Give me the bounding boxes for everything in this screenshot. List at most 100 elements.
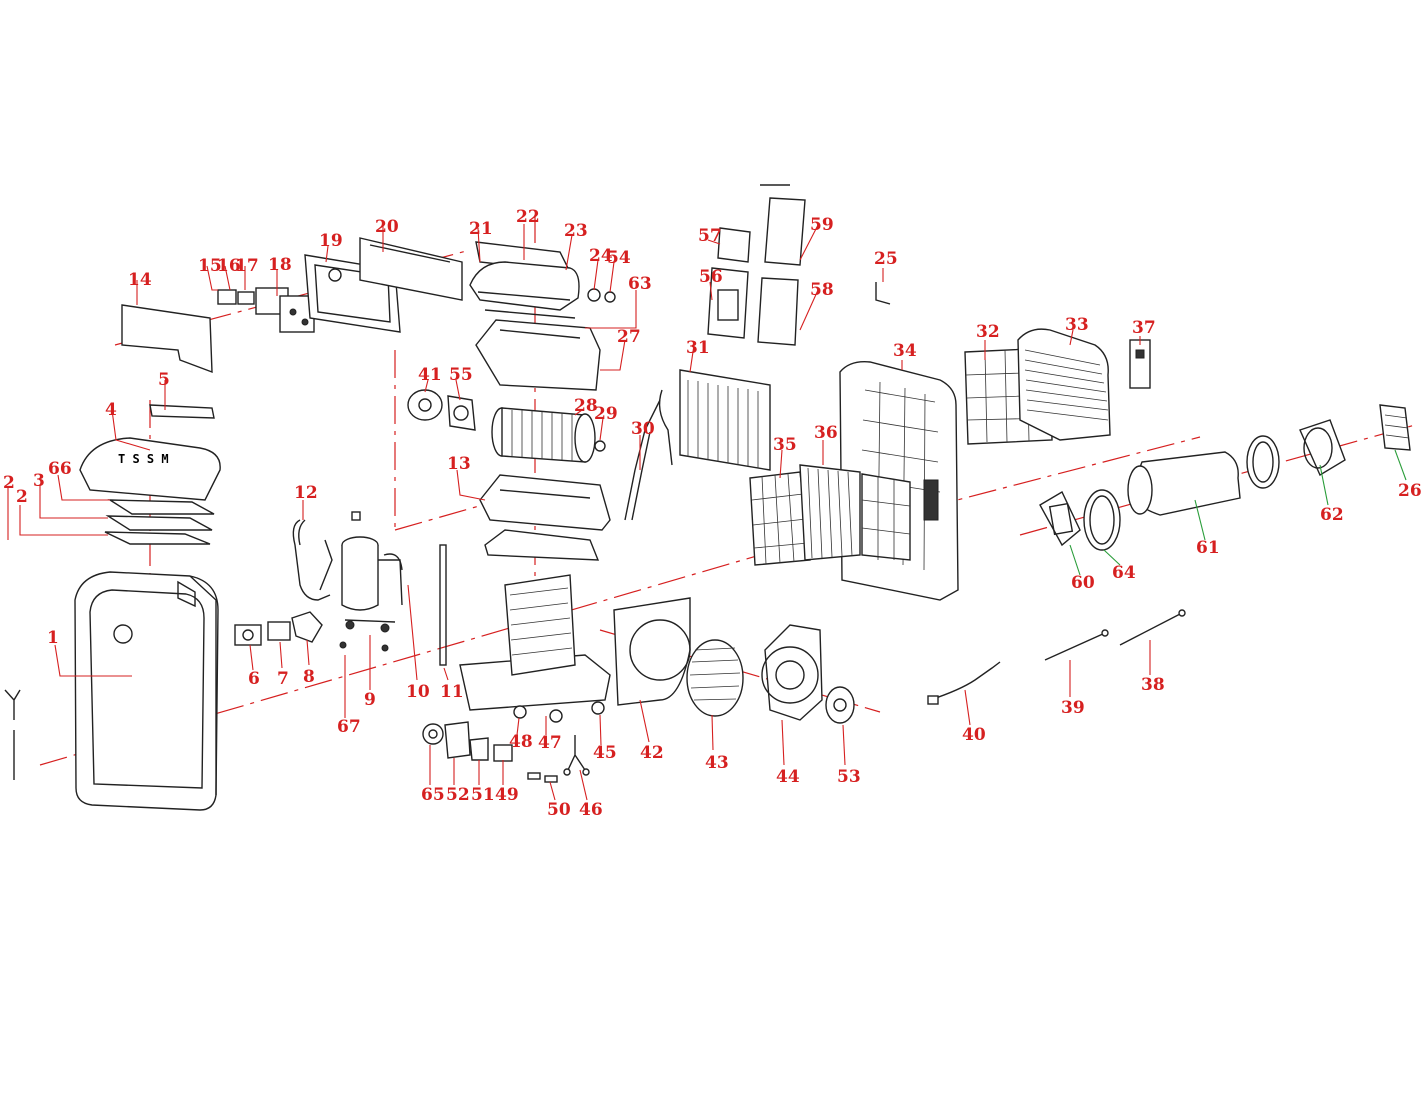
callout-32: 32	[976, 322, 1000, 342]
callout-62: 62	[1320, 505, 1344, 525]
callout-23: 23	[564, 221, 588, 241]
callout-46: 46	[579, 800, 603, 820]
callout-5: 5	[158, 370, 170, 390]
callout-56: 56	[699, 267, 723, 287]
part-side-filter-left	[749, 471, 811, 566]
callout-63: 63	[628, 274, 652, 294]
callout-labels: 1 2 2 3 4 5 66 6 7 8 9 10 11 12 13 14 15…	[3, 207, 1422, 820]
part-side-evaporator	[799, 464, 911, 561]
part-control-board-group	[217, 287, 315, 333]
callout-17: 17	[235, 256, 259, 276]
callout-34: 34	[893, 341, 917, 361]
callout-54: 54	[607, 248, 631, 268]
callout-57: 57	[698, 226, 722, 246]
part-knob-plate	[1129, 339, 1151, 389]
callout-37: 37	[1132, 318, 1156, 338]
callout-12: 12	[294, 483, 318, 503]
callout-50: 50	[547, 800, 571, 820]
part-front-cabinet	[74, 571, 219, 811]
callout-55: 55	[449, 365, 473, 385]
callout-10: 10	[406, 682, 430, 702]
callout-2b: 2	[16, 487, 28, 507]
part-filter-sheets	[707, 184, 806, 346]
callout-52: 52	[446, 785, 470, 805]
callout-51: 51	[471, 785, 495, 805]
callout-25: 25	[874, 249, 898, 269]
callout-65: 65	[421, 785, 445, 805]
callout-67: 67	[337, 717, 361, 737]
callout-6: 6	[248, 669, 260, 689]
callout-28: 28	[574, 396, 598, 416]
callout-35: 35	[773, 435, 797, 455]
callout-2a: 2	[3, 473, 15, 493]
part-drain-and-misc	[422, 721, 590, 783]
callout-leader-lines	[7, 224, 1407, 801]
callout-61: 61	[1196, 538, 1220, 558]
callout-1: 1	[47, 628, 59, 648]
part-refrigerant-piping	[292, 511, 361, 601]
callout-66: 66	[48, 459, 72, 479]
part-control-panel-cover	[121, 304, 213, 374]
callout-42: 42	[640, 743, 664, 763]
callout-27: 27	[617, 327, 641, 347]
callout-11: 11	[440, 682, 464, 702]
callout-48: 48	[509, 732, 533, 752]
part-power-cord	[927, 661, 1001, 705]
callout-29: 29	[594, 404, 618, 424]
part-cross-flow-fan	[491, 407, 606, 463]
part-compressor	[339, 536, 403, 652]
callout-22: 22	[516, 207, 540, 227]
callout-64: 64	[1112, 563, 1136, 583]
callout-20: 20	[375, 217, 399, 237]
part-electric-box	[304, 237, 463, 333]
part-terminal-cover-group	[234, 611, 323, 646]
callout-41: 41	[418, 365, 442, 385]
callout-24: 24	[589, 246, 613, 266]
callout-44: 44	[776, 767, 800, 787]
part-top-panel-stack: T S S M	[79, 404, 221, 545]
part-centrifugal-fan-assembly	[613, 597, 855, 724]
part-chassis-base	[459, 574, 611, 723]
callout-26: 26	[1398, 481, 1422, 501]
callout-15: 15	[198, 256, 222, 276]
callout-14: 14	[128, 270, 152, 290]
callout-18: 18	[268, 255, 292, 275]
callout-43: 43	[705, 753, 729, 773]
callout-39: 39	[1061, 698, 1085, 718]
callout-58: 58	[810, 280, 834, 300]
callout-30: 30	[631, 419, 655, 439]
callout-40: 40	[962, 725, 986, 745]
part-remote-rod-39	[1044, 629, 1109, 661]
callout-4: 4	[105, 400, 117, 420]
callout-49: 49	[495, 785, 519, 805]
callout-21: 21	[469, 219, 493, 239]
callout-38: 38	[1141, 675, 1165, 695]
part-cropped-left-edge	[4, 689, 21, 780]
part-drain-pipe	[624, 399, 661, 521]
part-air-duct-base	[479, 474, 611, 561]
callout-60: 60	[1071, 573, 1095, 593]
callout-16: 16	[217, 256, 241, 276]
part-upper-air-outlet	[469, 241, 616, 391]
part-swing-motor	[407, 389, 476, 431]
part-bracket	[875, 282, 891, 305]
callout-19: 19	[319, 231, 343, 251]
part-capillary-rod	[439, 544, 447, 666]
callout-7: 7	[277, 669, 289, 689]
callout-53: 53	[837, 767, 861, 787]
callout-59: 59	[810, 215, 834, 235]
part-remote-rod-38	[1119, 609, 1186, 646]
callout-47: 47	[538, 733, 562, 753]
part-evaporator	[658, 369, 771, 471]
callout-13: 13	[447, 454, 471, 474]
svg-text:T S S M: T S S M	[118, 452, 169, 466]
callout-31: 31	[686, 338, 710, 358]
callout-9: 9	[364, 690, 376, 710]
callout-33: 33	[1065, 315, 1089, 335]
callout-3: 3	[33, 471, 45, 491]
callout-36: 36	[814, 423, 838, 443]
callout-8: 8	[303, 667, 315, 687]
callout-45: 45	[593, 743, 617, 763]
part-rear-grille	[1017, 328, 1111, 441]
